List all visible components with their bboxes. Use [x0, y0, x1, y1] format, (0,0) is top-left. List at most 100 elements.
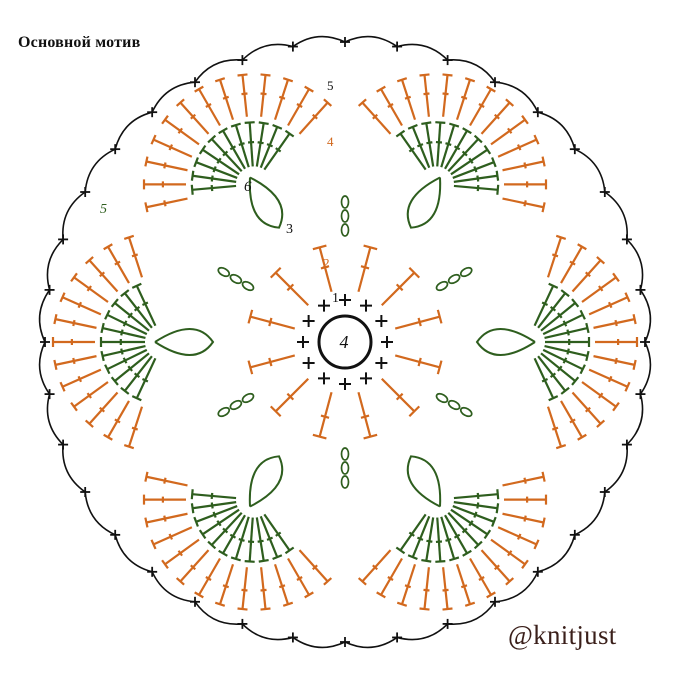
orange-dc-stitch — [88, 391, 119, 425]
orange-dc-stitch — [260, 567, 267, 610]
orange-dc-stitch — [455, 563, 472, 605]
orange-dc-stitch — [241, 588, 248, 592]
green-dc-stitch — [284, 546, 295, 555]
orange-dc-stitch — [273, 563, 290, 605]
green-dc-stitch — [192, 493, 237, 500]
orange-dc-stitch — [632, 359, 637, 370]
green-dc-stitch — [192, 184, 237, 191]
round2-dc-stitch — [360, 414, 370, 419]
green-dc-stitch — [210, 512, 243, 546]
outer-chain-arc — [46, 238, 64, 291]
green-dc-stitch — [195, 161, 238, 179]
green-dc-stitch — [222, 150, 229, 157]
green-dc-stitch — [450, 508, 489, 536]
outer-chain-arc — [38, 289, 51, 343]
green-dc-stitch — [549, 372, 557, 378]
orange-dc-stitch — [632, 314, 637, 325]
round2-dc-stitch — [417, 357, 422, 367]
round1-sc — [381, 336, 393, 348]
orange-dc-stitch — [59, 292, 66, 303]
orange-dc-stitch — [442, 74, 449, 117]
green-dc-stitch — [104, 364, 111, 375]
green-dc-stitch — [585, 350, 590, 362]
orange-dc-stitch — [442, 73, 453, 77]
orange-dc-stitch — [323, 98, 333, 107]
orange-dc-stitch — [146, 160, 188, 172]
outer-chain-arc — [604, 444, 628, 493]
orange-dc-stitch — [442, 567, 449, 610]
outer-chain-arc — [344, 35, 398, 48]
orange-dc-stitch — [521, 115, 529, 125]
round2-dc-stitch — [394, 315, 440, 330]
green-dc-stitch — [571, 298, 580, 308]
orange-dc-stitch — [577, 433, 587, 441]
orange-dc-stitch — [624, 292, 631, 303]
green-dc-stitch — [133, 372, 141, 378]
green-dc-stitch — [435, 121, 446, 124]
orange-dc-stitch — [607, 301, 613, 309]
row6-label: 6 — [244, 179, 252, 195]
green-dc-stitch — [259, 515, 279, 558]
green-dc-stitch — [436, 122, 442, 167]
green-dc-stitch — [562, 320, 568, 327]
orange-dc-stitch — [478, 576, 485, 581]
green-dc-stitch — [542, 313, 584, 336]
green-dc-stitch — [440, 516, 456, 560]
orange-dc-stitch — [497, 526, 537, 546]
green-dc-stitch — [210, 138, 243, 172]
orange-dc-stitch — [163, 200, 167, 207]
green-dc-stitch — [120, 386, 130, 395]
round2-dc-stitch — [268, 317, 273, 327]
green-dc-stitch — [483, 529, 492, 540]
round2-dc-stitch — [269, 266, 282, 279]
chain-stitch — [241, 280, 255, 292]
orange-dc-stitch — [175, 577, 185, 586]
orange-dc-stitch — [163, 477, 167, 484]
outer-chain-arc — [84, 491, 116, 536]
orange-dc-stitch — [222, 584, 230, 589]
green-dc-stitch — [557, 312, 563, 319]
green-dc-stitch — [234, 124, 250, 168]
green-dc-stitch — [395, 129, 406, 138]
outer-chain-arc — [292, 35, 346, 48]
green-dc-stitch — [210, 184, 214, 192]
green-dc-stitch — [579, 309, 586, 320]
green-dc-stitch — [476, 492, 480, 500]
orange-dc-stitch — [260, 607, 271, 611]
green-dc-stitch — [135, 285, 157, 327]
green-dc-stitch — [123, 292, 153, 329]
orange-dc-stitch — [569, 418, 576, 424]
orange-dc-stitch — [273, 79, 290, 121]
green-dc-stitch — [222, 514, 246, 554]
green-dc-stitch — [407, 554, 418, 560]
outer-chain-arc — [537, 534, 576, 573]
orange-dc-stitch — [177, 127, 183, 134]
green-dc-stitch — [445, 538, 452, 542]
orange-dc-stitch — [53, 314, 58, 325]
orange-dc-stitch — [222, 95, 230, 100]
chain-stitch — [229, 273, 243, 285]
orange-dc-stitch — [168, 533, 174, 540]
orange-dc-stitch — [490, 118, 526, 146]
orange-dc-stitch — [194, 85, 204, 93]
green-dc-stitch — [533, 357, 555, 399]
orange-dc-stitch — [593, 318, 635, 329]
orange-dc-stitch — [523, 515, 527, 522]
orange-dc-stitch — [357, 577, 367, 586]
orange-dc-stitch — [62, 368, 102, 388]
green-dc-stitch — [218, 127, 228, 135]
orange-dc-stitch — [72, 319, 76, 327]
green-dc-stitch — [258, 121, 269, 126]
orange-dc-stitch — [214, 77, 226, 83]
orange-dc-stitch — [127, 406, 144, 447]
green-dc-stitch — [190, 503, 195, 514]
orange-dc-stitch — [460, 584, 468, 589]
green-dc-stitch — [195, 505, 238, 523]
orange-dc-stitch — [502, 160, 544, 172]
orange-dc-stitch — [103, 243, 113, 251]
orange-dc-stitch — [161, 115, 169, 125]
green-dc-stitch — [447, 138, 480, 172]
green-dc-stitch — [238, 142, 245, 146]
green-dc-stitch — [201, 148, 240, 176]
